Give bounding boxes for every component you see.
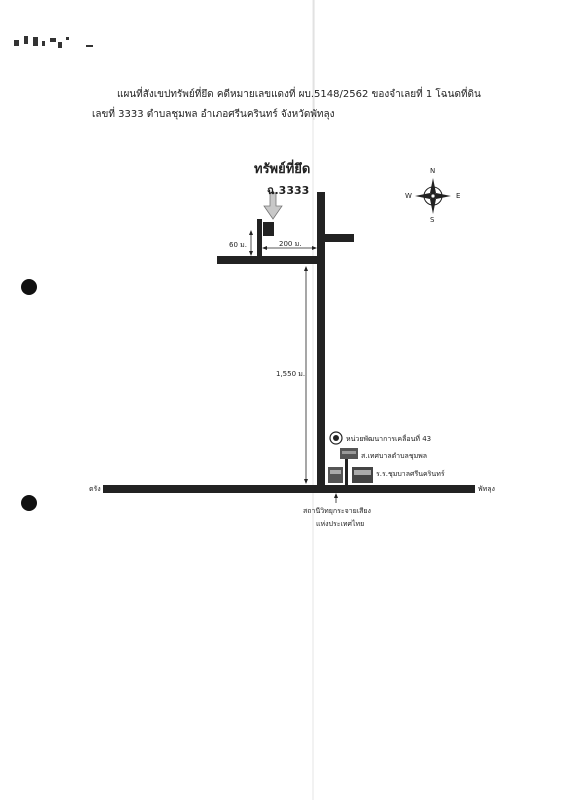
parcel-arrow-icon bbox=[263, 192, 283, 220]
landmark-label: ร.ร.ชุมบาลศรีนครินทร์ bbox=[376, 470, 445, 478]
punch-hole-bottom bbox=[21, 495, 37, 511]
north-spur-road bbox=[257, 219, 262, 259]
compass-west: W bbox=[405, 192, 412, 200]
compass-north: N bbox=[430, 167, 436, 175]
bottom-road bbox=[103, 485, 475, 493]
map-title: ทรัพย์ที่ยึด bbox=[254, 162, 311, 177]
header-line-1: แผนที่สังเขปทรัพย์ที่ยึด คดีหมายเลขแดงที… bbox=[117, 89, 481, 100]
main-road bbox=[317, 192, 325, 492]
road-end-west: ตรัง bbox=[89, 485, 101, 493]
emblem-icon bbox=[329, 431, 343, 445]
landmark-label: หน่วยพัฒนาการเคลื่อนที่ 43 bbox=[346, 435, 432, 443]
compass-south: S bbox=[430, 216, 435, 224]
scan-scribble bbox=[14, 36, 93, 48]
building-icon bbox=[340, 448, 358, 459]
dimension-north-spur: 60 ม. bbox=[229, 241, 247, 249]
parcel-marker bbox=[263, 222, 274, 236]
punch-hole-top bbox=[21, 279, 37, 295]
road-end-east: พัทลุง bbox=[478, 485, 495, 493]
station-label-line-1: สถานีวิทยุกระจายเสียง bbox=[303, 507, 371, 515]
landmark-label: ส.เทศบาลตำบลชุมพล bbox=[361, 452, 428, 460]
school-icon bbox=[328, 467, 373, 483]
compass-east: E bbox=[456, 192, 461, 200]
compass-icon bbox=[415, 178, 451, 214]
dimension-west-spur: 200 ม. bbox=[279, 240, 302, 248]
parcel-label: ฉ.3333 bbox=[267, 184, 310, 197]
header-line-2: เลขที่ 3333 ตำบลชุมพล อำเภอศรีนครินทร์ จ… bbox=[92, 109, 335, 120]
east-stub-road bbox=[323, 234, 354, 242]
west-spur-road bbox=[217, 256, 323, 264]
station-label-line-2: แห่งประเทศไทย bbox=[316, 520, 365, 528]
dimension-main-road: 1,550 ม. bbox=[276, 370, 306, 378]
